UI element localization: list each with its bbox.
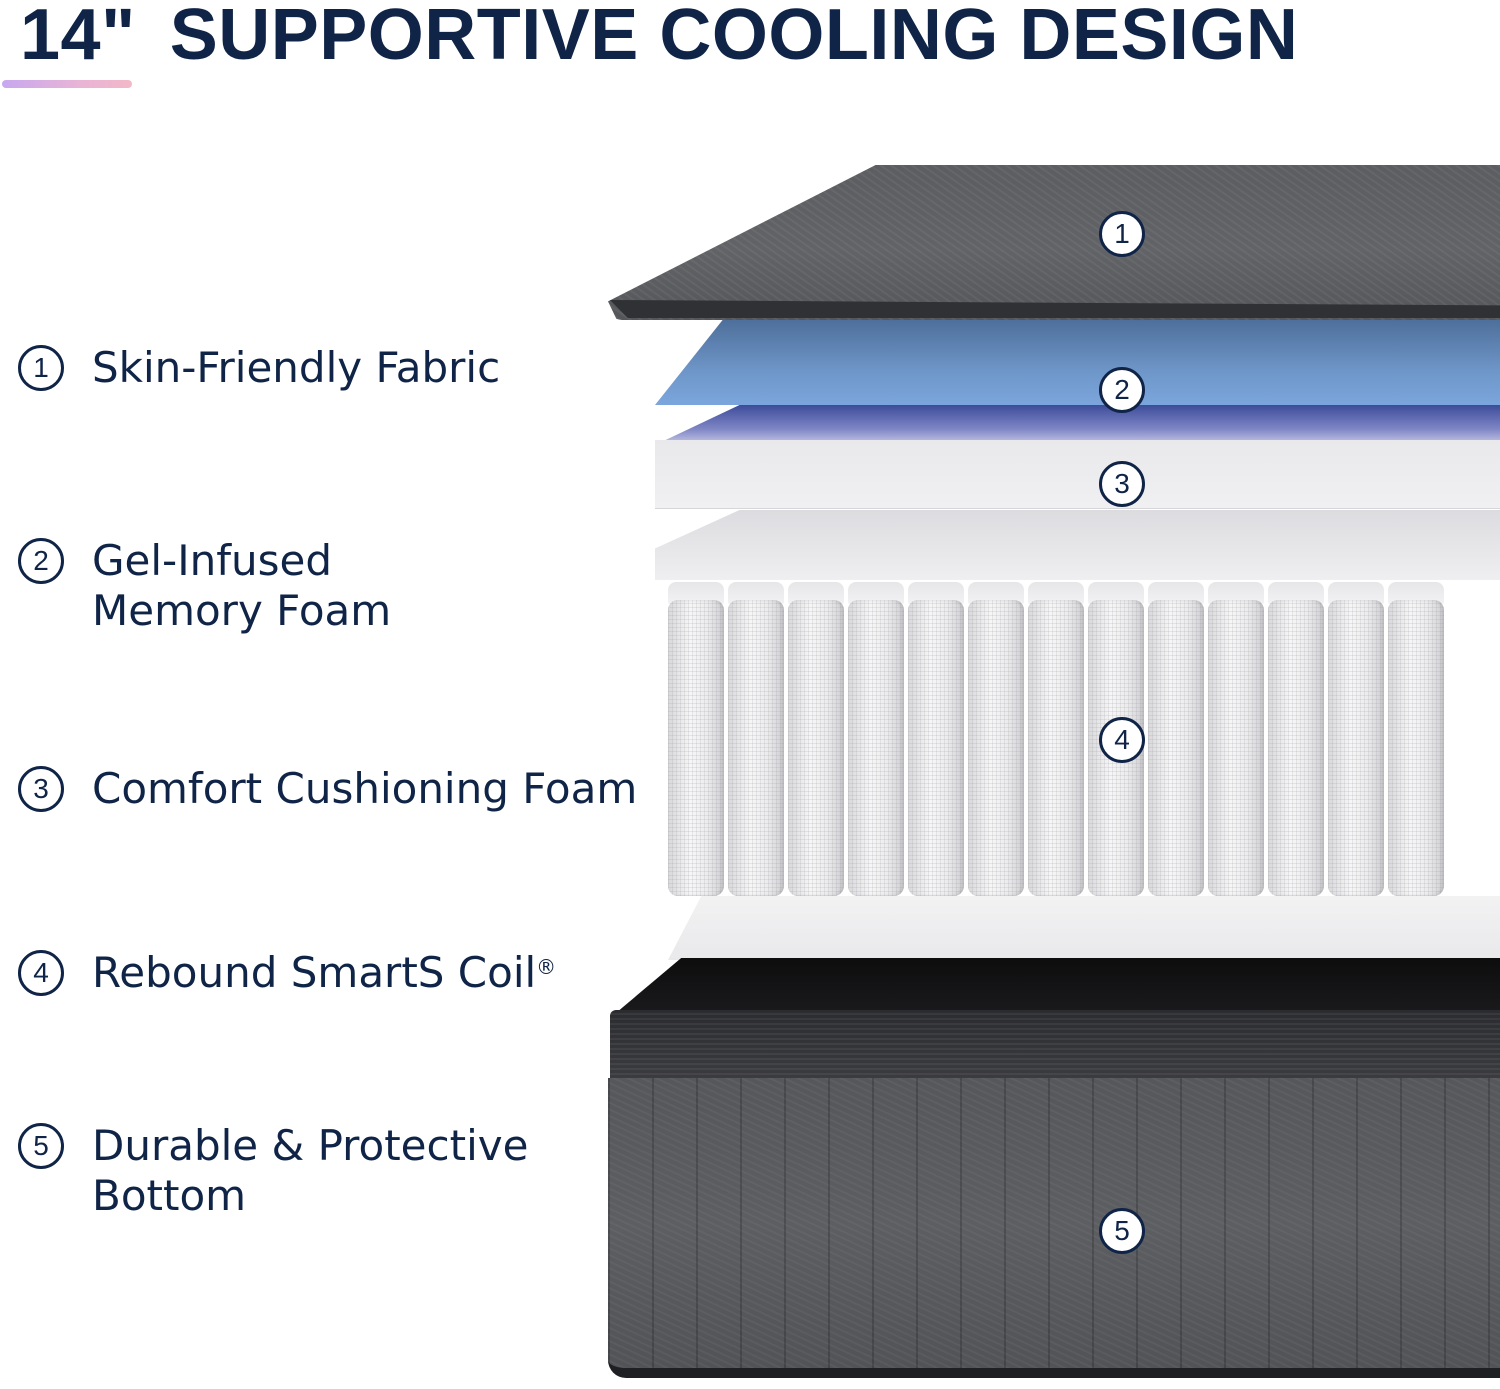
legend-label-wrap: Rebound SmartS Coil®	[92, 948, 556, 998]
marker-2: 2	[1099, 367, 1145, 413]
gel-foam-layer	[655, 320, 1500, 405]
coil-pocket	[668, 600, 724, 896]
marker-5: 5	[1099, 1208, 1145, 1254]
legend-label: Rebound SmartS Coil	[92, 948, 537, 997]
bottom-border-band	[610, 1010, 1500, 1080]
coil-pocket	[728, 600, 784, 896]
coil-cap	[728, 582, 784, 604]
coil-cap	[1268, 582, 1324, 604]
coil-cap	[1388, 582, 1444, 604]
coil-pocket	[1088, 600, 1144, 896]
coil-pocket	[788, 600, 844, 896]
coil-pocket	[1148, 600, 1204, 896]
coil-cap	[668, 582, 724, 604]
fabric-layer	[608, 165, 1500, 320]
gel-foam-underside	[655, 405, 1500, 445]
marker-3: 3	[1099, 461, 1145, 507]
number-badge: 1	[18, 345, 64, 391]
number-badge: 5	[18, 1123, 64, 1169]
number-badge: 2	[18, 538, 64, 584]
legend-item-coil: 4 Rebound SmartS Coil®	[18, 948, 556, 998]
registered-mark: ®	[536, 955, 557, 979]
coil-cap	[848, 582, 904, 604]
coil-cap	[968, 582, 1024, 604]
coil-pocket	[908, 600, 964, 896]
comfort-foam-layer-2	[655, 510, 1500, 580]
coil-cap	[908, 582, 964, 604]
legend-item-fabric: 1 Skin-Friendly Fabric	[18, 343, 501, 393]
fabric-layer-edge	[610, 300, 1500, 318]
base-foam-layer	[668, 896, 1500, 960]
marker-1: 1	[1099, 211, 1145, 257]
legend-label: Comfort Cushioning Foam	[92, 764, 638, 813]
coil-layer	[668, 582, 1500, 896]
coil-pocket	[1208, 600, 1264, 896]
coil-pocket	[1268, 600, 1324, 896]
coil-pocket	[1028, 600, 1084, 896]
coil-pocket	[1388, 600, 1444, 896]
marker-4: 4	[1099, 717, 1145, 763]
coil-pocket	[848, 600, 904, 896]
coil-cap	[1088, 582, 1144, 604]
legend-label: Durable & Protective Bottom	[92, 1121, 529, 1220]
legend-item-bottom: 5 Durable & Protective Bottom	[18, 1121, 529, 1221]
legend-item-gel-foam: 2 Gel-Infused Memory Foam	[18, 536, 392, 636]
comfort-foam-layer	[655, 440, 1500, 509]
bottom-top-panel	[610, 958, 1500, 1018]
page-title: 14" SUPPORTIVE COOLING DESIGN	[20, 0, 1298, 76]
coil-cap	[1028, 582, 1084, 604]
layer-legend: 1 Skin-Friendly Fabric 2 Gel-Infused Mem…	[18, 0, 658, 1389]
bottom-layer	[608, 1078, 1500, 1378]
size-label: 14"	[20, 0, 136, 75]
coil-pocket	[968, 600, 1024, 896]
legend-label: Skin-Friendly Fabric	[92, 343, 501, 392]
number-badge: 4	[18, 950, 64, 996]
legend-label: Gel-Infused Memory Foam	[92, 536, 392, 635]
title-text: SUPPORTIVE COOLING DESIGN	[169, 0, 1299, 75]
title-underline	[2, 80, 132, 88]
number-badge: 3	[18, 766, 64, 812]
coil-cap	[788, 582, 844, 604]
legend-item-comfort-foam: 3 Comfort Cushioning Foam	[18, 764, 638, 814]
coil-pocket	[1328, 600, 1384, 896]
coil-cap	[1328, 582, 1384, 604]
coil-cap	[1208, 582, 1264, 604]
coil-cap	[1148, 582, 1204, 604]
